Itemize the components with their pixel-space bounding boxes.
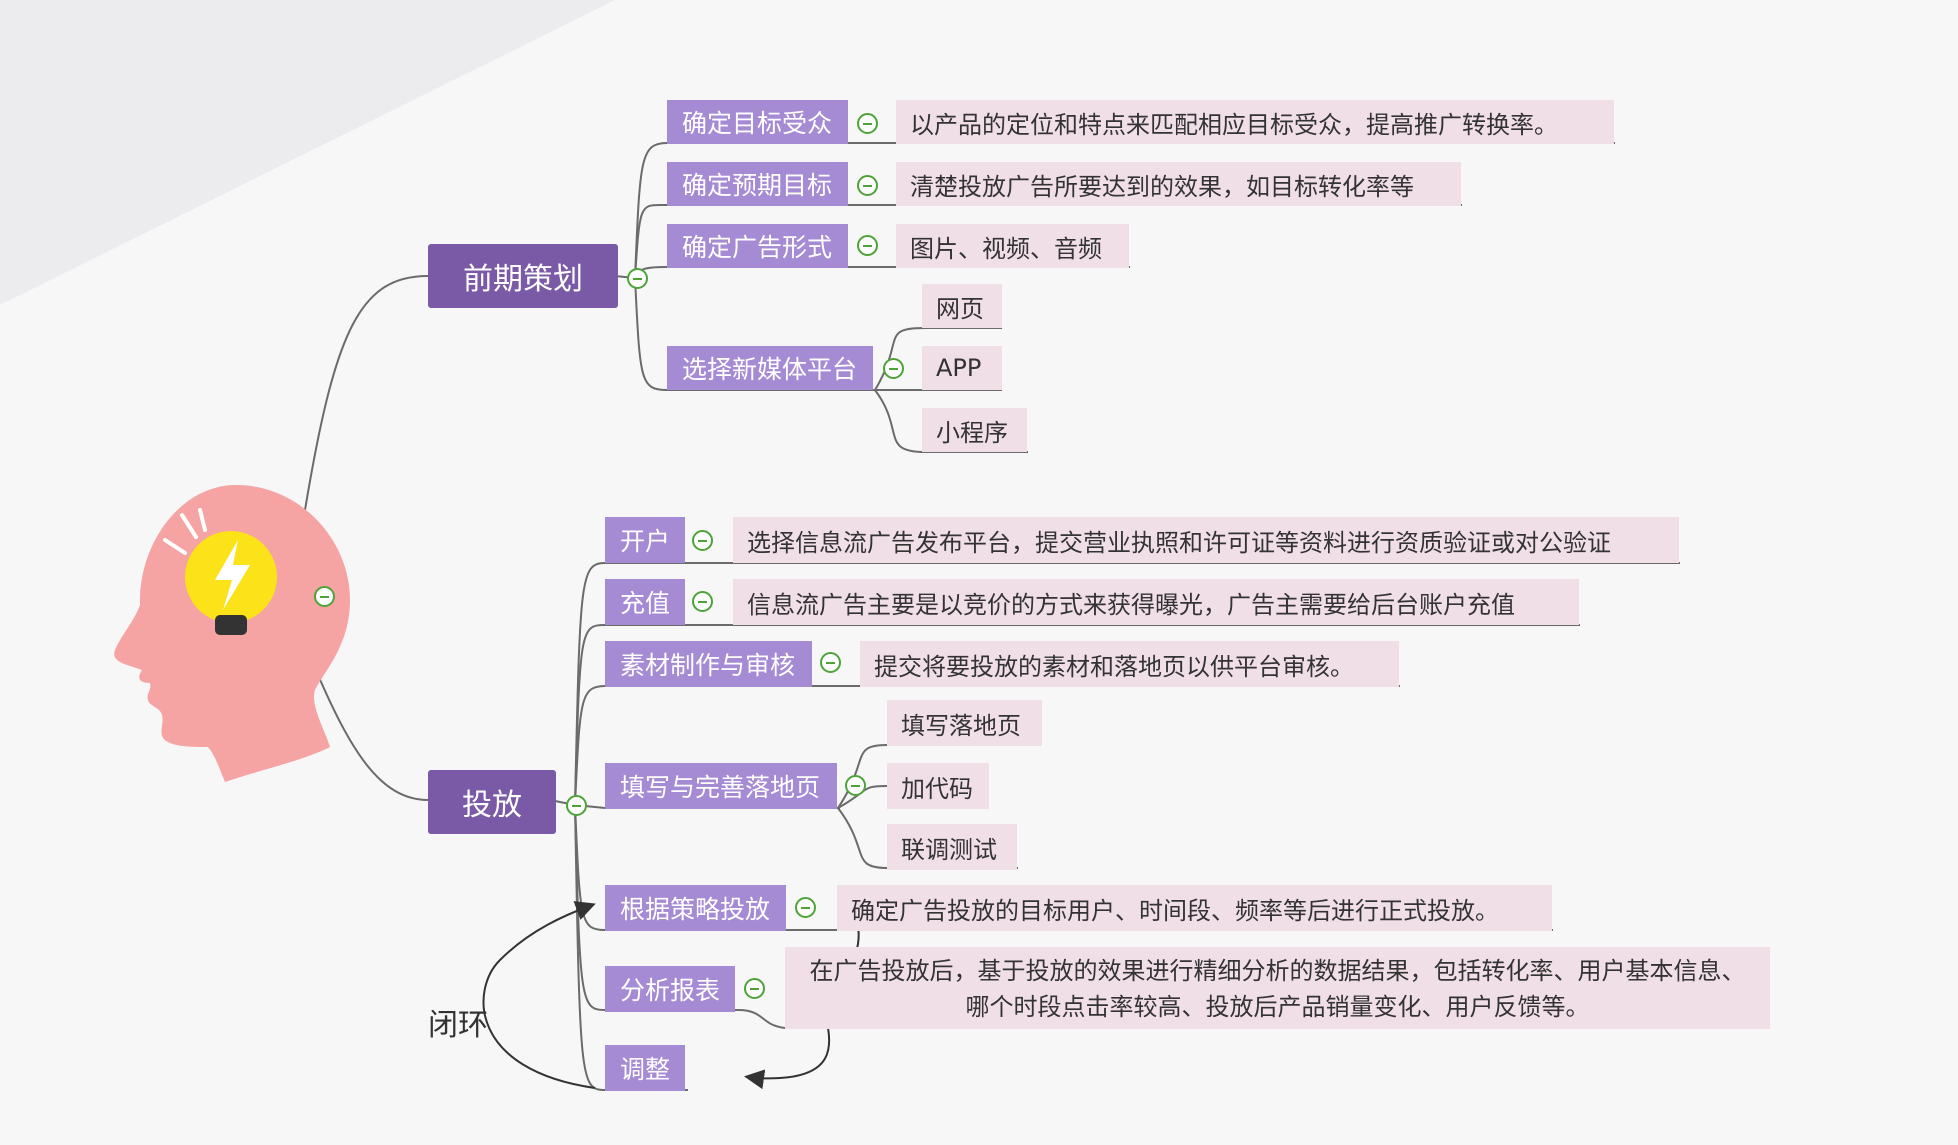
landing-fill-page: 填写落地页 [887, 700, 1042, 746]
center-collapse-toggle[interactable] [314, 586, 335, 607]
target-audience-toggle[interactable] [857, 113, 878, 134]
sub-node-target-audience[interactable]: 确定目标受众 [667, 100, 848, 144]
detail-target-audience: 以产品的定位和特点来匹配相应目标受众，提高推广转换率。 [896, 100, 1614, 144]
sub-node-media-platform[interactable]: 选择新媒体平台 [667, 346, 873, 390]
recharge-toggle[interactable] [692, 591, 713, 612]
detail-expected-goal: 清楚投放广告所要达到的效果，如目标转化率等 [896, 162, 1461, 206]
ad-format-toggle[interactable] [857, 235, 878, 256]
detail-ad-format: 图片、视频、音频 [896, 224, 1129, 268]
landing-add-code: 加代码 [887, 763, 989, 809]
head-lightbulb-icon [114, 485, 350, 782]
detail-analyze-report: 在广告投放后，基于投放的效果进行精细分析的数据结果，包括转化率、用户基本信息、哪… [785, 947, 1770, 1029]
launch-collapse-toggle[interactable] [566, 795, 587, 816]
detail-open-account: 选择信息流广告发布平台，提交营业执照和许可证等资料进行资质验证或对公验证 [733, 517, 1679, 563]
sub-node-analyze-report[interactable]: 分析报表 [605, 966, 735, 1012]
media-platform-toggle[interactable] [883, 358, 904, 379]
planning-collapse-toggle[interactable] [627, 268, 648, 289]
sub-node-strategy-launch[interactable]: 根据策略投放 [605, 885, 786, 931]
strategy-launch-toggle[interactable] [795, 897, 816, 918]
landing-page-toggle[interactable] [845, 775, 866, 796]
detail-recharge: 信息流广告主要是以竞价的方式来获得曝光，广告主需要给后台账户充值 [733, 579, 1579, 625]
analyze-report-toggle[interactable] [744, 978, 765, 999]
main-node-planning[interactable]: 前期策划 [428, 244, 618, 308]
material-review-toggle[interactable] [820, 652, 841, 673]
platform-mini-program: 小程序 [922, 408, 1027, 452]
loop-label: 闭环 [428, 1008, 488, 1043]
sub-node-landing-page[interactable]: 填写与完善落地页 [605, 763, 837, 809]
sub-node-recharge[interactable]: 充值 [605, 579, 685, 625]
detail-material-review: 提交将要投放的素材和落地页以供平台审核。 [860, 641, 1399, 687]
main-node-launch[interactable]: 投放 [428, 770, 556, 834]
expected-goal-toggle[interactable] [857, 175, 878, 196]
sub-node-material-review[interactable]: 素材制作与审核 [605, 641, 812, 687]
landing-joint-test: 联调测试 [887, 824, 1017, 870]
platform-web: 网页 [922, 284, 1002, 328]
sub-node-open-account[interactable]: 开户 [605, 517, 685, 563]
open-account-toggle[interactable] [692, 530, 713, 551]
detail-strategy-launch: 确定广告投放的目标用户、时间段、频率等后进行正式投放。 [837, 885, 1552, 931]
sub-node-ad-format[interactable]: 确定广告形式 [667, 224, 848, 268]
sub-node-expected-goal[interactable]: 确定预期目标 [667, 162, 848, 206]
sub-node-adjust[interactable]: 调整 [605, 1045, 685, 1091]
platform-app: APP [922, 346, 1002, 390]
